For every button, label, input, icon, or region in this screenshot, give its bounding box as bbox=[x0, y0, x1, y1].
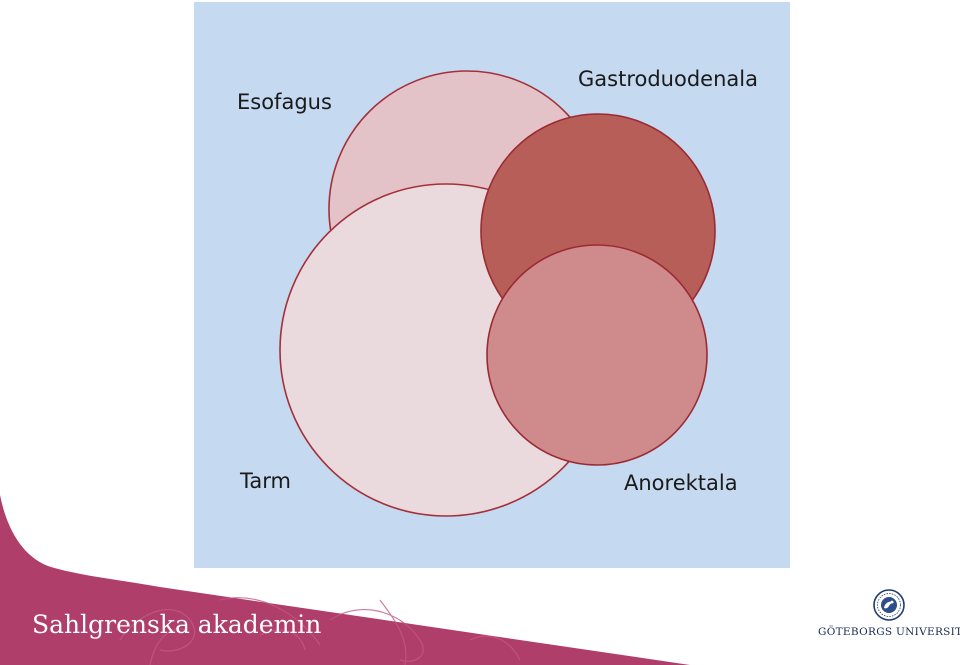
university-logo: GÖTEBORGS UNIVERSITET bbox=[818, 589, 960, 641]
label-tarm: Tarm bbox=[240, 469, 291, 493]
university-name: GÖTEBORGS UNIVERSITET bbox=[818, 626, 960, 638]
label-gastroduodenala: Gastroduodenala bbox=[578, 67, 758, 91]
university-emblem-icon bbox=[873, 589, 905, 621]
set-circle-anorektala bbox=[486, 244, 708, 466]
label-esofagus: Esofagus bbox=[237, 90, 332, 114]
venn-diagram bbox=[279, 70, 716, 517]
venn-diagram-panel: Esofagus Gastroduodenala Tarm Anorektala bbox=[194, 2, 790, 568]
brand-name: Sahlgrenska akademin bbox=[32, 610, 322, 639]
label-anorektala: Anorektala bbox=[624, 471, 738, 495]
